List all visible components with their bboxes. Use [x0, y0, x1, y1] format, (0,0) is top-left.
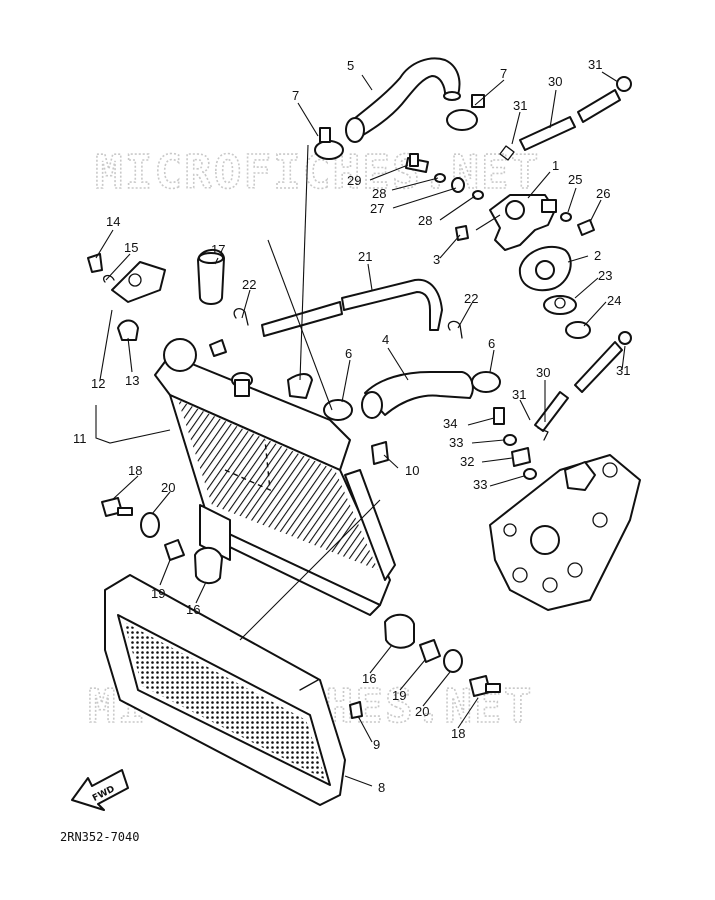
mount-right-16-20 — [349, 613, 501, 719]
callout-26: 26 — [596, 186, 610, 201]
callout-20: 20 — [415, 704, 429, 719]
callout-13: 13 — [125, 373, 139, 388]
callout-6: 6 — [345, 346, 352, 361]
callout-31: 31 — [616, 363, 630, 378]
callout-32: 32 — [460, 454, 474, 469]
callout-30: 30 — [548, 74, 562, 89]
hose-4 — [361, 371, 474, 419]
callout-27: 27 — [370, 201, 384, 216]
callout-11: 11 — [73, 431, 87, 446]
fittings-32-34 — [493, 407, 537, 480]
callout-1: 1 — [552, 158, 559, 173]
callout-16: 16 — [186, 602, 200, 617]
callout-30: 30 — [536, 365, 550, 380]
bracket-10 — [371, 441, 389, 465]
leader-lines — [95, 71, 626, 787]
callout-25: 25 — [568, 172, 582, 187]
callout-10: 10 — [405, 463, 419, 478]
callout-33: 33 — [449, 435, 463, 450]
callout-12: 12 — [91, 376, 105, 391]
diagram-reference-code: 2RN352-7040 — [60, 830, 139, 844]
callout-14: 14 — [106, 214, 120, 229]
small-parts-13-15 — [87, 253, 139, 341]
callout-23: 23 — [598, 268, 612, 283]
callout-34: 34 — [443, 416, 457, 431]
callout-7: 7 — [292, 88, 299, 103]
hose-clamp-7-upper-left — [314, 127, 344, 160]
pump-gasket-2 — [518, 245, 572, 292]
fwd-arrow-icon: FWD — [71, 769, 129, 811]
mount-left-16-20 — [101, 497, 223, 584]
callout-33: 33 — [473, 477, 487, 492]
radiator-11 — [154, 338, 396, 616]
callout-18: 18 — [451, 726, 465, 741]
callout-31: 31 — [512, 387, 526, 402]
callout-6: 6 — [488, 336, 495, 351]
callout-29: 29 — [347, 173, 361, 188]
callout-20: 20 — [161, 480, 175, 495]
callout-5: 5 — [347, 58, 354, 73]
callout-16: 16 — [362, 671, 376, 686]
callout-3: 3 — [433, 252, 440, 267]
callout-19: 19 — [392, 688, 406, 703]
callout-7: 7 — [500, 66, 507, 81]
hose-5 — [345, 57, 461, 143]
callout-28: 28 — [418, 213, 432, 228]
callout-22: 22 — [464, 291, 478, 306]
callout-24: 24 — [607, 293, 621, 308]
callout-labels: 5 7 7 30 31 31 1 29 28 27 28 25 26 14 15… — [73, 57, 630, 795]
callout-31: 31 — [513, 98, 527, 113]
callout-21: 21 — [358, 249, 372, 264]
radiator-cover-8 — [104, 574, 346, 806]
radiator-cap-12 — [111, 261, 166, 303]
o-ring-24 — [565, 321, 591, 339]
callout-28: 28 — [372, 186, 386, 201]
callout-2: 2 — [594, 248, 601, 263]
clip-31-upper — [499, 76, 632, 161]
callout-31: 31 — [588, 57, 602, 72]
callout-22: 22 — [242, 277, 256, 292]
callout-17: 17 — [211, 242, 225, 257]
pipe-30-lower — [534, 331, 632, 441]
callout-4: 4 — [382, 332, 389, 347]
water-pump-housing-1 — [489, 194, 557, 251]
thermostat-23 — [543, 295, 577, 315]
cap-17 — [197, 249, 225, 305]
hose-clamp-6 — [323, 371, 501, 421]
hose-clamp-7-upper-right — [446, 94, 485, 131]
cylinder-head — [489, 454, 641, 611]
callout-19: 19 — [151, 586, 165, 601]
cap-filler — [231, 372, 253, 397]
callout-18: 18 — [128, 463, 142, 478]
callout-8: 8 — [378, 780, 385, 795]
callout-9: 9 — [373, 737, 380, 752]
callout-15: 15 — [124, 240, 138, 255]
hose-21 — [261, 278, 443, 337]
pipe-30-upper — [519, 89, 621, 151]
